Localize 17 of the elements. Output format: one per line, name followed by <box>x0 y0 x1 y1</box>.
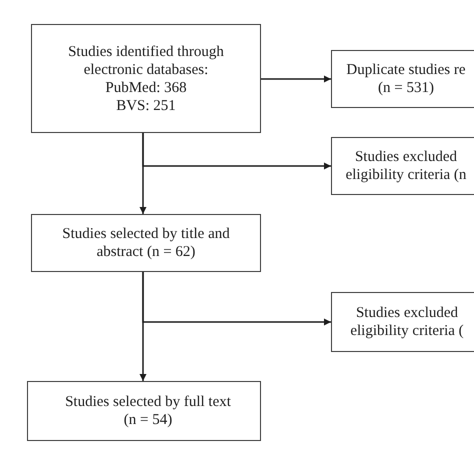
box-text: Studies selected by title and abstract (n = 62) <box>61 225 231 261</box>
arrow <box>142 272 331 326</box>
process-box <box>27 381 261 441</box>
arrow <box>261 76 331 82</box>
process-box <box>31 24 261 133</box>
process-box <box>331 50 474 108</box>
box-text: Studies selected by full text (n = 54) <box>64 393 232 429</box>
box-text: Duplicate studies re (n = 531) <box>345 61 467 97</box>
process-box <box>331 137 474 195</box>
box-text: PubMed: 368 <box>104 78 188 96</box>
box-text: Studies excluded eligibility criteria (n <box>344 148 468 184</box>
box-text: Studies excluded eligibility criteria ( <box>349 304 465 340</box>
arrow <box>142 133 331 170</box>
process-box <box>31 214 261 272</box>
box-text: Studies identified through electronic databases: <box>67 42 225 78</box>
process-box <box>331 292 474 352</box>
box-text: BVS: 251 <box>115 96 177 114</box>
